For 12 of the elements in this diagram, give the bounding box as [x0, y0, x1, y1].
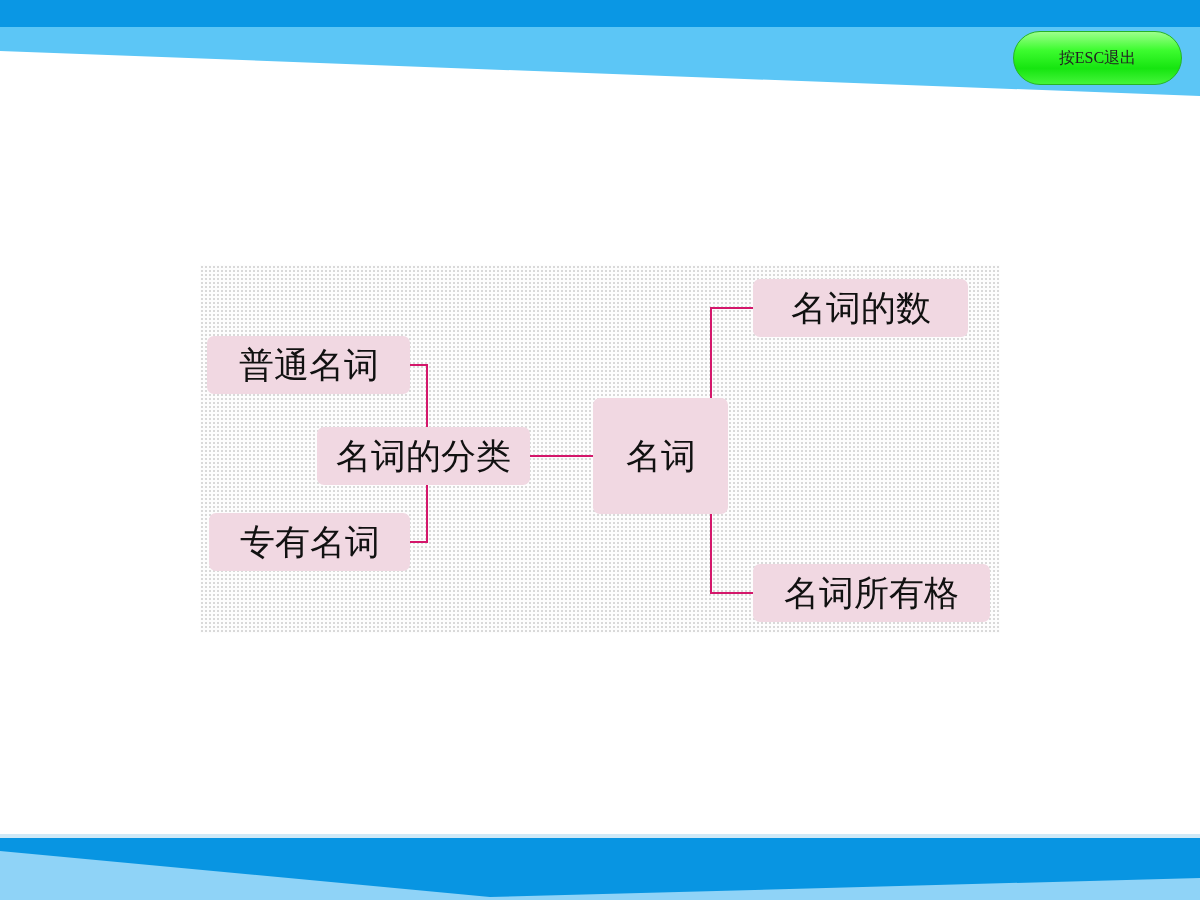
connector-line — [409, 364, 428, 428]
topic-box: 名词的分类 — [317, 427, 530, 485]
topic-box: 普通名词 — [207, 336, 410, 394]
topic-box: 名词 — [593, 398, 728, 514]
connector-line — [529, 455, 594, 457]
exit-button: 按ESC退出 — [1013, 31, 1182, 85]
connector-line — [710, 513, 754, 594]
connector-line — [710, 307, 754, 399]
topic-box: 名词的数 — [753, 279, 968, 337]
topic-box: 专有名词 — [209, 513, 410, 571]
topic-box: 名词所有格 — [753, 564, 990, 622]
connector-line — [409, 484, 428, 543]
